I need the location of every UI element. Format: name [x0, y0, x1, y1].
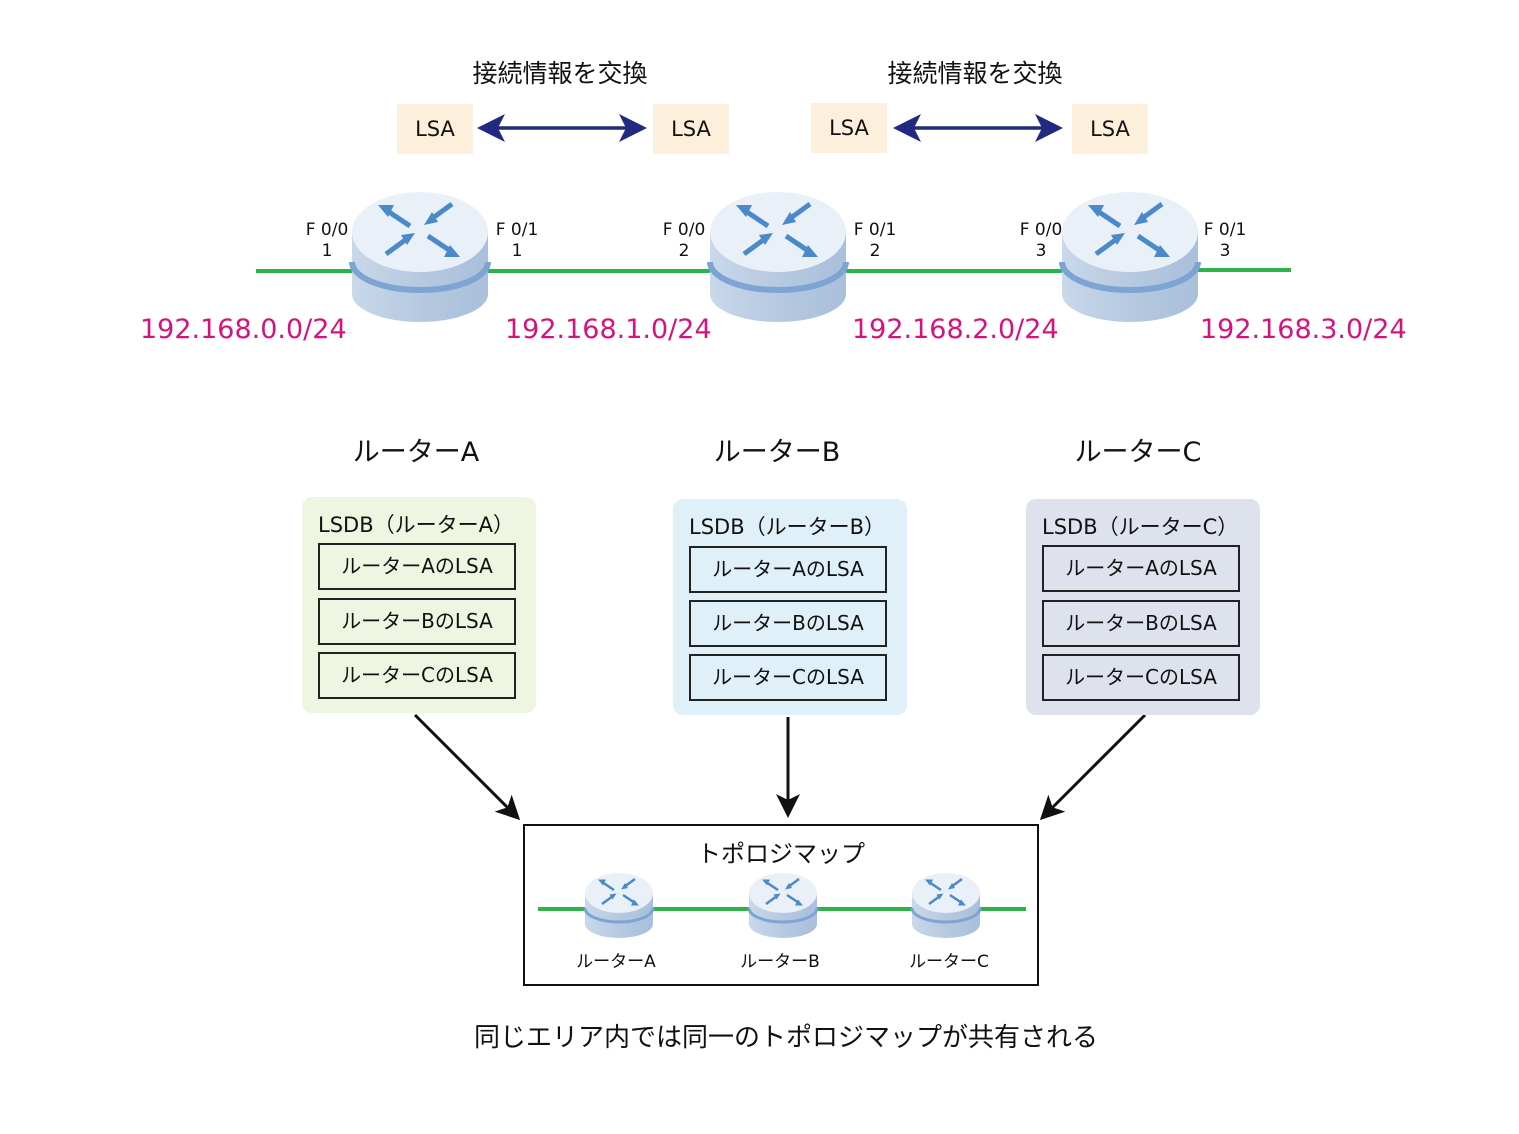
topology-router-label: ルーターB	[740, 952, 820, 972]
network-label: 192.168.3.0/24	[1200, 314, 1407, 345]
lsdb-panel-a: LSDB（ルーターA） ルーターAのLSA ルーターBのLSA ルーターCのLS…	[302, 497, 536, 713]
lsa-item: ルーターBのLSA	[318, 598, 516, 645]
lsa-box: LSA	[397, 104, 473, 154]
lsdb-title: LSDB（ルーターB）	[689, 515, 886, 539]
topology-title: トポロジマップ	[697, 840, 865, 868]
lsa-item: ルーターAのLSA	[689, 546, 887, 593]
network-label: 192.168.1.0/24	[505, 314, 712, 345]
lsa-box: LSA	[1072, 104, 1148, 154]
lsdb-title: LSDB（ルーターC）	[1042, 515, 1239, 539]
lsa-item: ルーターCのLSA	[689, 654, 887, 701]
router-a-icon	[352, 192, 488, 327]
network-label: 192.168.2.0/24	[852, 314, 1059, 345]
lsa-box: LSA	[653, 104, 729, 154]
lsa-item: ルーターCのLSA	[318, 652, 516, 699]
lsa-item: ルーターBのLSA	[1042, 600, 1240, 647]
exchange-title-1: 接続情報を交換	[472, 59, 648, 88]
topology-map: トポロジマップ	[523, 824, 1039, 986]
arrow-lsdb-a-to-topology	[413, 713, 521, 821]
network-label: 192.168.0.0/24	[140, 314, 347, 345]
caption: 同じエリア内では同一のトポロジマップが共有される	[473, 1023, 1098, 1053]
arrow-lsdb-c-to-topology	[1039, 713, 1147, 821]
lsa-item: ルーターAのLSA	[318, 543, 516, 590]
lsdb-title: LSDB（ルーターA）	[318, 513, 514, 537]
lsa-box: LSA	[811, 103, 887, 153]
topology-router-label: ルーターC	[909, 952, 989, 972]
topology-router-label: ルーターA	[576, 952, 656, 972]
router-c-icon	[1062, 192, 1198, 327]
router-name-b: ルーターB	[713, 437, 841, 468]
lsa-item: ルーターAのLSA	[1042, 545, 1240, 592]
lsa-item: ルーターCのLSA	[1042, 654, 1240, 701]
lsdb-panel-c: LSDB（ルーターC） ルーターAのLSA ルーターBのLSA ルーターCのLS…	[1026, 499, 1260, 715]
router-name-c: ルーターC	[1074, 437, 1202, 468]
lsdb-panel-b: LSDB（ルーターB） ルーターAのLSA ルーターBのLSA ルーターCのLS…	[673, 499, 907, 715]
exchange-title-2: 接続情報を交換	[887, 59, 1063, 88]
router-b-icon	[710, 192, 846, 327]
router-name-a: ルーターA	[352, 437, 480, 468]
lsa-item: ルーターBのLSA	[689, 600, 887, 647]
